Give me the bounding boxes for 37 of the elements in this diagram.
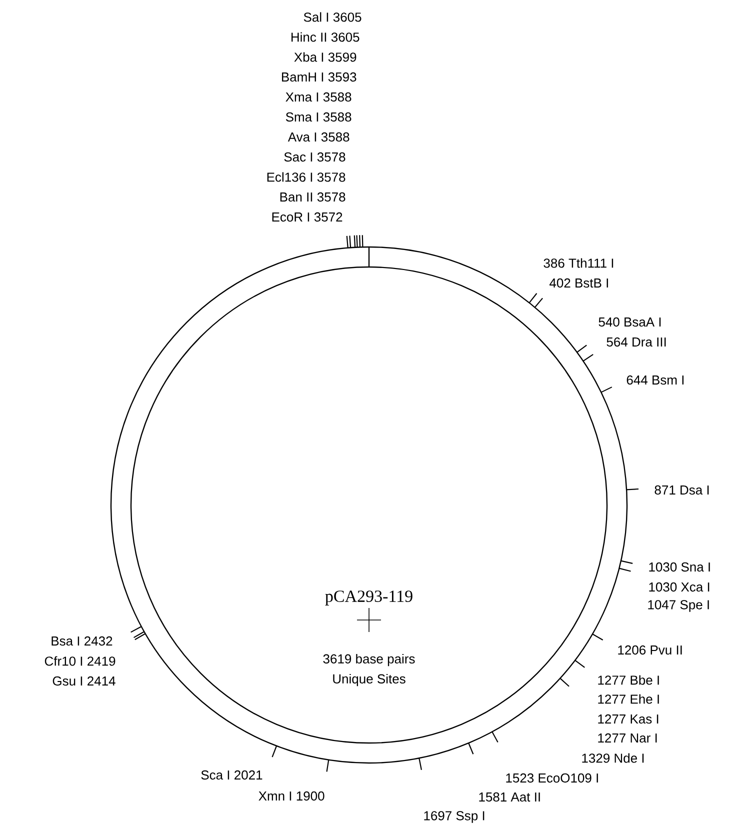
site-label: 1277 Nar I bbox=[598, 733, 657, 743]
site-label: EcoR I 3572 bbox=[272, 212, 342, 222]
site-label: Xba I 3599 bbox=[294, 52, 356, 62]
site-label: 1206 Pvu II bbox=[618, 645, 682, 655]
site-label: 1277 Ehe I bbox=[598, 694, 659, 704]
plasmid-name: pCA293-119 bbox=[325, 590, 412, 606]
site-label: Sac I 3578 bbox=[284, 152, 346, 162]
site-label: 1697 Ssp I bbox=[424, 811, 484, 823]
site-label: Sal I 3605 bbox=[304, 12, 362, 22]
site-label: 1030 Sna I bbox=[649, 562, 710, 572]
site-label: Sca I 2021 bbox=[201, 770, 262, 780]
site-label: Ava I 3588 bbox=[288, 132, 350, 142]
site-label: Sma I 3588 bbox=[286, 112, 352, 122]
site-label: Ban II 3578 bbox=[280, 192, 346, 202]
site-label: 1523 EcoO109 I bbox=[506, 773, 598, 783]
site-label: 1277 Bbe I bbox=[598, 675, 659, 685]
site-label: 1047 Spe I bbox=[648, 600, 709, 612]
site-label: Bsa I 2432 bbox=[52, 636, 112, 646]
site-label: Xma I 3588 bbox=[286, 92, 352, 102]
site-label: 871 Dsa I bbox=[654, 485, 709, 495]
site-label: Cfr10 I 2419 bbox=[44, 656, 116, 666]
site-label: Gsu I 2414 bbox=[52, 676, 116, 686]
site-label: 1329 Nde I bbox=[582, 753, 644, 763]
site-label: 386 Tth111 I bbox=[544, 258, 614, 268]
map-info-text: Unique Sites bbox=[333, 674, 406, 686]
site-label: 564 Dra III bbox=[606, 337, 666, 347]
site-label: 402 BstB I bbox=[550, 278, 608, 288]
site-label: 540 BsaA I bbox=[598, 317, 661, 327]
site-label: BamH I 3593 bbox=[282, 72, 356, 82]
site-label: Hinc II 3605 bbox=[292, 32, 360, 42]
site-label: 644 Bsm I bbox=[626, 375, 684, 385]
site-label: Xmn I 1900 bbox=[258, 791, 324, 801]
site-label: 1030 Xca I bbox=[649, 582, 710, 592]
site-label: Ecl136 I 3578 bbox=[267, 172, 346, 182]
site-label: 1581 Aat II bbox=[479, 792, 540, 802]
map-info-text: 3619 base pairs bbox=[323, 654, 415, 666]
site-label: 1277 Kas I bbox=[598, 714, 658, 724]
